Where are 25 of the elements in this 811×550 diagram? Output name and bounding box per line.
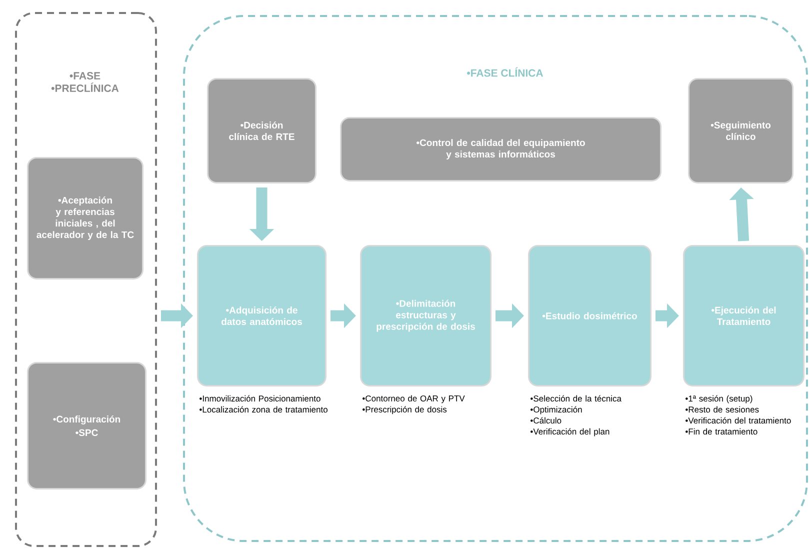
process-box: •Adquisición de datos anatómicos bbox=[197, 245, 326, 386]
node-label: •Selección de la técnica bbox=[530, 395, 622, 402]
process-box: •Estudio dosimétrico bbox=[528, 245, 652, 386]
phase-panel bbox=[183, 15, 808, 542]
node-label: •Optimización bbox=[530, 406, 582, 414]
task-box: •Seguimiento clínico bbox=[688, 78, 794, 184]
task-box: •Aceptación y referencias iniciales , del acelerador y de la TC bbox=[27, 157, 144, 280]
process-box: •Delimitación estructuras y prescripción de dosis bbox=[360, 245, 492, 386]
task-box: •Control de calidad del equipamiento y sistemas informáticos bbox=[340, 117, 662, 182]
node-label: •Resto de sesiones bbox=[686, 406, 759, 413]
task-box: •Decisión clínica de RTE bbox=[207, 78, 316, 184]
process-box: •Ejecución del Tratamiento bbox=[683, 245, 804, 386]
phase-panel bbox=[15, 12, 157, 547]
step-list: •Contorneo de OAR y PTV •Prescripción de dosis bbox=[362, 395, 465, 414]
phase-title: •FASE •PRECLÍNICA bbox=[51, 72, 119, 92]
node-label: •Verificación del plan bbox=[530, 428, 610, 436]
node-label: •Verificación del tratamiento bbox=[686, 417, 791, 424]
step-list: •Selección de la técnica •Optimización •Cálculo •Verificación del plan bbox=[530, 395, 622, 436]
node-label: •1ª sesión (setup) bbox=[686, 395, 752, 404]
step-list: •1ª sesión (setup) •Resto de sesiones •Verificación del tratamiento •Fin de tratamiento bbox=[686, 395, 791, 435]
task-box: •Configuración •SPC bbox=[27, 362, 146, 490]
step-list: •Inmovilización Posicionamiento •Localización zona de tratamiento bbox=[200, 395, 328, 413]
phase-title: •FASE CLÍNICA bbox=[467, 67, 543, 77]
node-label: •Cálculo bbox=[530, 417, 562, 424]
node-label: •Fin de tratamiento bbox=[686, 428, 758, 435]
